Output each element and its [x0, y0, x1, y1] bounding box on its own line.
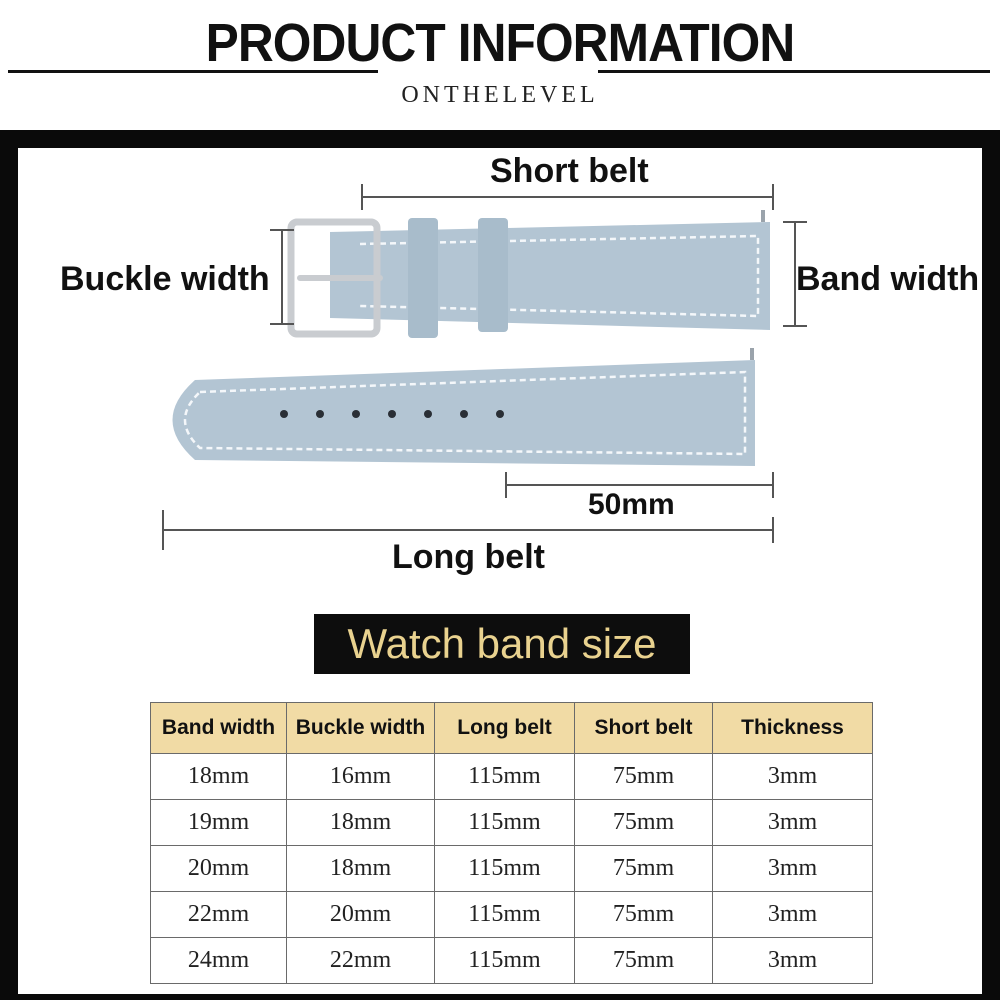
- column-header: Buckle width: [286, 702, 435, 754]
- table-cell: 18mm: [286, 845, 435, 892]
- table-cell: 18mm: [286, 799, 435, 846]
- strap-keeper-1: [408, 218, 438, 338]
- table-cell: 19mm: [150, 799, 287, 846]
- column-header: Band width: [150, 702, 287, 754]
- table-header-row: Band width Buckle width Long belt Short …: [150, 702, 873, 754]
- size-table: Band width Buckle width Long belt Short …: [150, 702, 873, 984]
- short-belt-label: Short belt: [490, 152, 649, 190]
- table-cell: 22mm: [150, 891, 287, 938]
- table-cell: 75mm: [574, 891, 713, 938]
- table-row: 24mm 22mm 115mm 75mm 3mm: [150, 937, 873, 984]
- header-rule-right: [598, 70, 990, 73]
- table-row: 20mm 18mm 115mm 75mm 3mm: [150, 845, 873, 892]
- column-header: Long belt: [434, 702, 575, 754]
- size-section-title: Watch band size: [314, 614, 690, 674]
- table-cell: 18mm: [150, 753, 287, 800]
- table-cell: 20mm: [150, 845, 287, 892]
- table-cell: 115mm: [434, 799, 575, 846]
- strap-keeper-2: [478, 218, 508, 332]
- table-cell: 75mm: [574, 799, 713, 846]
- table-cell: 3mm: [712, 799, 873, 846]
- end-length-label: 50mm: [588, 488, 675, 521]
- table-cell: 16mm: [286, 753, 435, 800]
- table-cell: 3mm: [712, 891, 873, 938]
- table-row: 19mm 18mm 115mm 75mm 3mm: [150, 799, 873, 846]
- long-belt-strap: [172, 348, 755, 466]
- table-cell: 115mm: [434, 753, 575, 800]
- table-cell: 115mm: [434, 937, 575, 984]
- buckle-width-label: Buckle width: [60, 260, 270, 298]
- table-row: 22mm 20mm 115mm 75mm 3mm: [150, 891, 873, 938]
- column-header: Short belt: [574, 702, 713, 754]
- table-cell: 24mm: [150, 937, 287, 984]
- strap-diagram: [162, 184, 807, 550]
- strap-hole: [352, 410, 360, 418]
- dimension-lines: [162, 184, 807, 550]
- table-cell: 20mm: [286, 891, 435, 938]
- table-cell: 3mm: [712, 937, 873, 984]
- table-cell: 115mm: [434, 845, 575, 892]
- strap-hole: [280, 410, 288, 418]
- table-cell: 75mm: [574, 845, 713, 892]
- strap-hole: [460, 410, 468, 418]
- band-width-label: Band width: [796, 260, 980, 298]
- strap-hole: [316, 410, 324, 418]
- column-header: Thickness: [712, 702, 873, 754]
- brand-name: ONTHELEVEL: [401, 82, 599, 108]
- long-strap-stitching: [183, 370, 747, 456]
- header-rule-left: [8, 70, 378, 73]
- table-cell: 22mm: [286, 937, 435, 984]
- table-cell: 75mm: [574, 753, 713, 800]
- short-belt-strap: [287, 210, 770, 338]
- page-title: PRODUCT INFORMATION: [205, 13, 796, 73]
- table-row: 18mm 16mm 115mm 75mm 3mm: [150, 753, 873, 800]
- table-cell: 75mm: [574, 937, 713, 984]
- table-cell: 3mm: [712, 845, 873, 892]
- table-cell: 3mm: [712, 753, 873, 800]
- short-strap-body: [330, 222, 770, 330]
- table-cell: 115mm: [434, 891, 575, 938]
- strap-hole: [388, 410, 396, 418]
- strap-hole: [496, 410, 504, 418]
- strap-hole: [424, 410, 432, 418]
- long-belt-label: Long belt: [392, 538, 545, 576]
